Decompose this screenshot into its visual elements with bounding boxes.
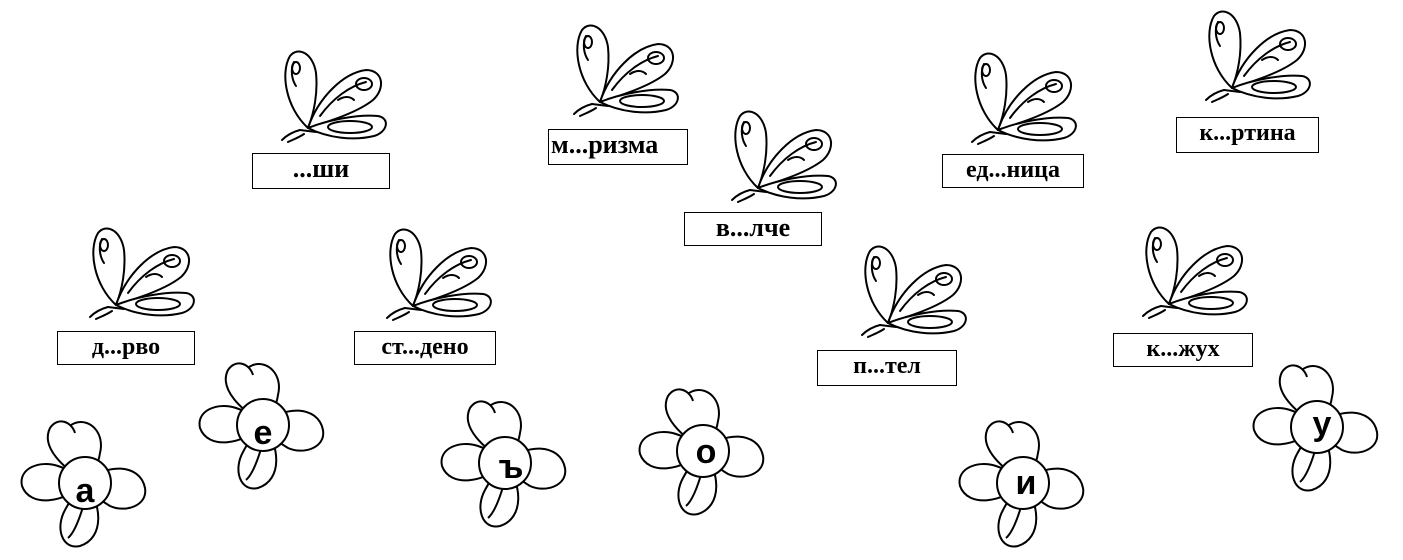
word-card-5[interactable]: к...ртина: [1176, 117, 1319, 153]
butterfly-icon: [386, 228, 492, 321]
word-card-7[interactable]: ст...дено: [354, 331, 496, 365]
word-card-9[interactable]: к...жух: [1113, 333, 1253, 367]
flower-letter-3: ъ: [498, 448, 524, 486]
flower-letter-4: о: [695, 433, 717, 471]
butterfly-icon: [861, 245, 967, 338]
word-card-4[interactable]: ед...ница: [942, 154, 1084, 188]
butterfly-icon: [1142, 226, 1248, 319]
word-card-3[interactable]: в...лче: [684, 212, 822, 246]
butterfly-icon: [281, 50, 387, 143]
flower-letter-5: и: [1015, 464, 1037, 502]
butterfly-icon: [1205, 10, 1311, 103]
flower-letter-1: а: [75, 472, 95, 510]
flower-letter-6: у: [1312, 405, 1332, 443]
flower-letter-2: е: [253, 414, 273, 452]
butterfly-icon: [89, 227, 195, 320]
word-card-6[interactable]: д...рво: [57, 331, 195, 365]
butterfly-icon: [971, 52, 1077, 145]
butterfly-icon: [573, 24, 679, 117]
word-card-2[interactable]: м...ризма: [548, 129, 688, 165]
word-card-1[interactable]: ...ши: [252, 153, 390, 189]
word-card-8[interactable]: п...тел: [817, 350, 957, 386]
butterfly-icon: [731, 110, 837, 203]
